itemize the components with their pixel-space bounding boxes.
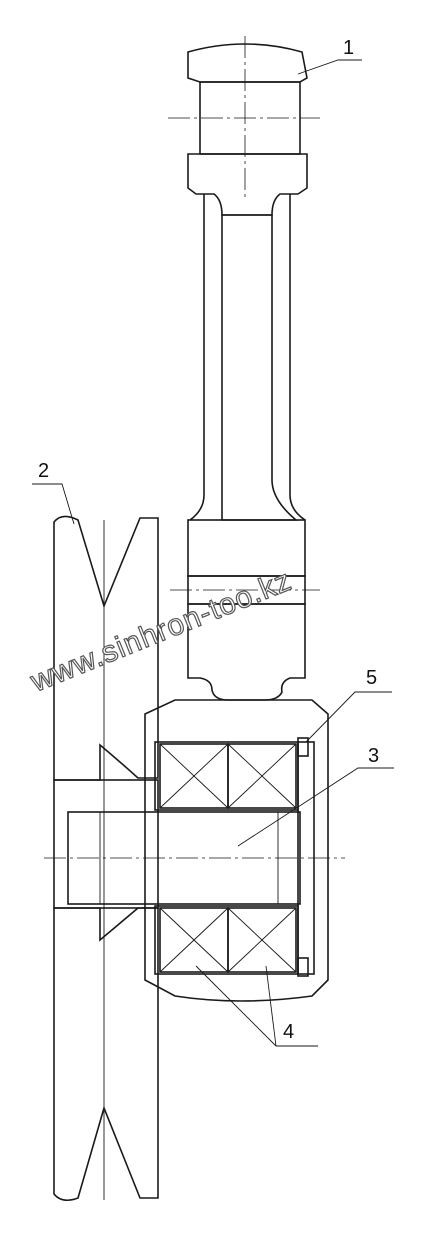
retaining-ring-part (297, 737, 309, 977)
rod-top-neck (187, 153, 308, 216)
center-lines (44, 36, 345, 859)
connecting-rod-part (187, 43, 308, 701)
rod-shank (221, 214, 299, 521)
callout-4: 4 (283, 1021, 294, 1043)
rod-top-head (187, 43, 308, 83)
callout-2: 2 (38, 460, 49, 482)
bearing-housing (144, 699, 329, 1002)
axle-shaft-part (67, 811, 301, 905)
callout-5: 5 (366, 667, 377, 689)
v-belt-pulley-part (53, 515, 159, 1202)
pulley-lower-rim (53, 907, 159, 1202)
bearings-part (159, 743, 297, 973)
pulley-upper-rim (53, 515, 159, 781)
watermark-text: www.sinhron-too.kz (25, 564, 296, 699)
leader-lines (32, 59, 394, 1047)
rod-lower-body (187, 519, 306, 577)
rod-shank-left (189, 194, 205, 521)
callout-1: 1 (343, 37, 354, 59)
pulley-hub (53, 779, 159, 909)
callout-3: 3 (368, 745, 379, 767)
rod-shank-right (289, 194, 306, 521)
